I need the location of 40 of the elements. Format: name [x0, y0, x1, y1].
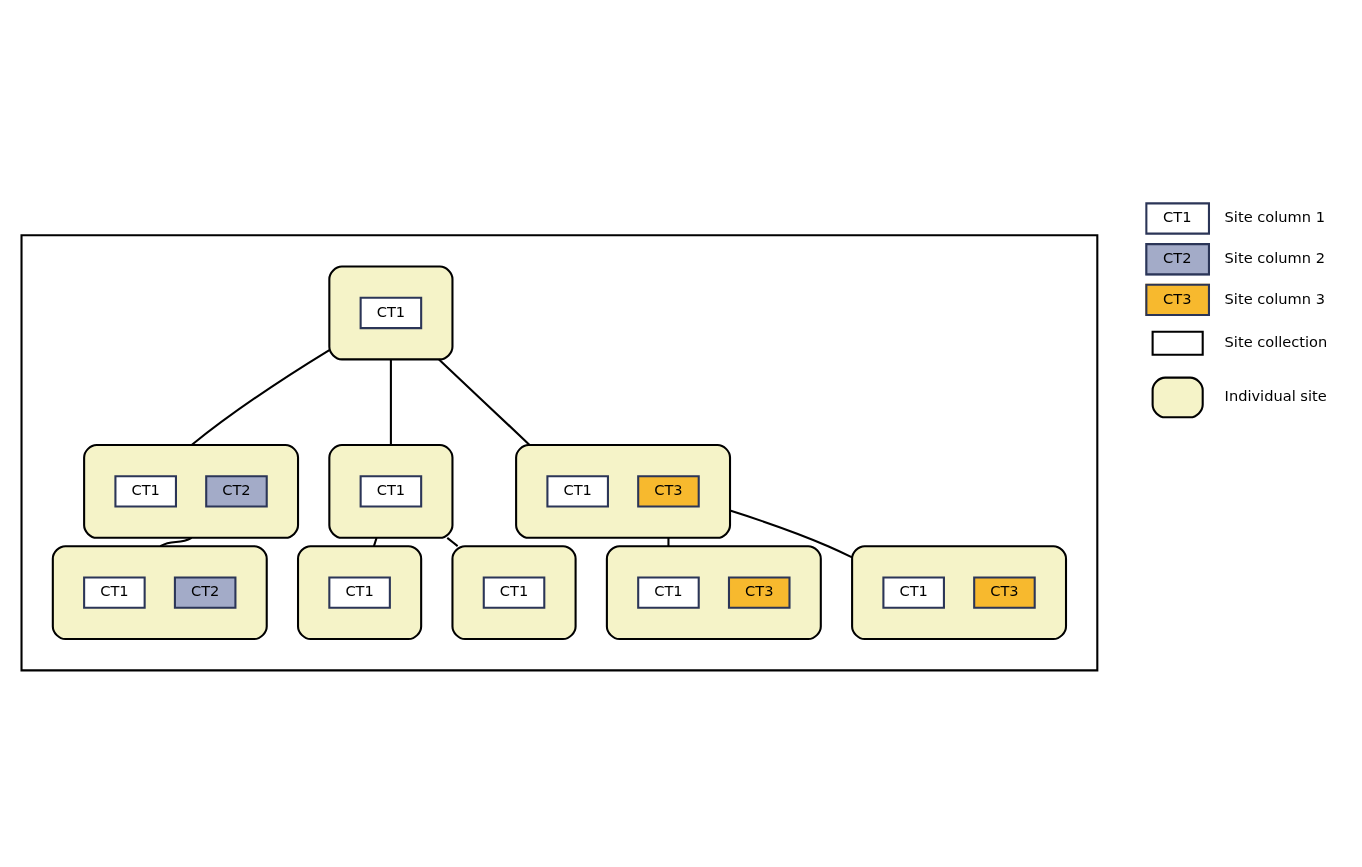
cluster: [605, 544, 822, 640]
connector: [437, 358, 530, 446]
legend-label: Site column 3: [1224, 289, 1325, 307]
node-box: CT1: [881, 575, 945, 609]
cluster: [19, 233, 1098, 671]
cluster: [514, 443, 731, 539]
node-box: CT2: [204, 474, 268, 508]
connector: [159, 536, 192, 547]
legend-label: Site column 2: [1224, 248, 1325, 266]
node-box: CT1: [113, 474, 177, 508]
cluster: [450, 544, 577, 640]
node-box: CT1: [327, 575, 391, 609]
node-box: CT1: [545, 474, 609, 508]
connector: [729, 509, 853, 558]
connector: [389, 358, 392, 445]
cluster: [296, 544, 422, 640]
node-box: CT1: [82, 575, 146, 609]
legend-label: Site column 1: [1224, 207, 1325, 225]
cluster: [327, 443, 453, 539]
label: CT1: [1162, 207, 1191, 225]
label: CT2: [1162, 248, 1191, 266]
connector: [446, 536, 458, 547]
node-box: CT1: [359, 474, 422, 508]
legend-label: Individual site: [1224, 386, 1327, 404]
node-box: CT3: [727, 575, 791, 609]
label: CT3: [1162, 289, 1191, 307]
connector: [372, 537, 378, 546]
cluster: [850, 544, 1067, 640]
connector: [666, 537, 669, 546]
cluster: [51, 544, 268, 640]
node-box: CT2: [173, 575, 236, 609]
connector: [190, 348, 330, 446]
cluster: [327, 265, 453, 360]
node-box: CT1: [636, 575, 700, 609]
node-box: CT3: [636, 474, 700, 508]
node-box: CT1: [359, 296, 422, 329]
legend-label: Site collection: [1224, 332, 1327, 350]
node-box: CT3: [972, 575, 1036, 609]
cluster: [82, 443, 299, 539]
node-box: CT1: [482, 575, 545, 609]
